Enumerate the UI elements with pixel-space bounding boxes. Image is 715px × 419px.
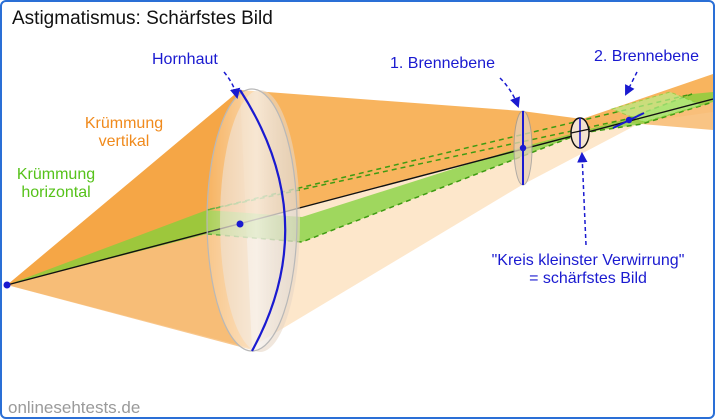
label-curvature-horizontal-line1: Krümmung bbox=[16, 166, 96, 183]
watermark: onlinesehtests.de bbox=[8, 398, 141, 417]
label-curvature-vertical-line2: vertikal bbox=[98, 133, 150, 151]
horizontal-cone-dashed-top bbox=[206, 93, 693, 211]
least-confusion-horizontal bbox=[570, 128, 591, 134]
arrow-cornea bbox=[223, 71, 241, 100]
horizontal-cone bbox=[7, 92, 713, 285]
cornea-lens bbox=[206, 88, 298, 352]
label-focal-plane-2: 2. Brennebene bbox=[594, 48, 699, 65]
label-least-confusion-line2: = schärfstes Bild bbox=[529, 270, 647, 288]
focal-plane-2-rect bbox=[610, 91, 704, 123]
optical-axis bbox=[6, 98, 713, 286]
label-cornea: Hornhaut bbox=[152, 51, 218, 68]
arrow-focal-plane-2 bbox=[625, 71, 638, 96]
vertical-cone-core bbox=[7, 90, 252, 350]
label-curvature-horizontal-line2: horizontal bbox=[21, 184, 91, 202]
label-curvature-horizontal: Krümmung horizontal bbox=[6, 166, 106, 203]
label-focal-plane-1: 1. Brennebene bbox=[390, 55, 495, 72]
label-least-confusion-line1: "Kreis kleinster Verwirrung" bbox=[491, 252, 685, 269]
arrow-least-confusion bbox=[577, 151, 588, 246]
focal-point-1 bbox=[519, 144, 527, 152]
cornea-center-point bbox=[236, 220, 244, 228]
diagram-title: Astigmatismus: Schärfstes Bild bbox=[12, 8, 273, 29]
cornea-vertical-meridian bbox=[239, 89, 287, 352]
focal-point-2 bbox=[625, 116, 633, 124]
arrow-focal-plane-1 bbox=[499, 77, 520, 108]
source-point bbox=[3, 281, 11, 289]
label-least-confusion: "Kreis kleinster Verwirrung" = schärfste… bbox=[482, 252, 694, 289]
label-curvature-vertical-line1: Krümmung bbox=[84, 115, 164, 132]
label-curvature-vertical: Krümmung vertikal bbox=[74, 115, 174, 152]
